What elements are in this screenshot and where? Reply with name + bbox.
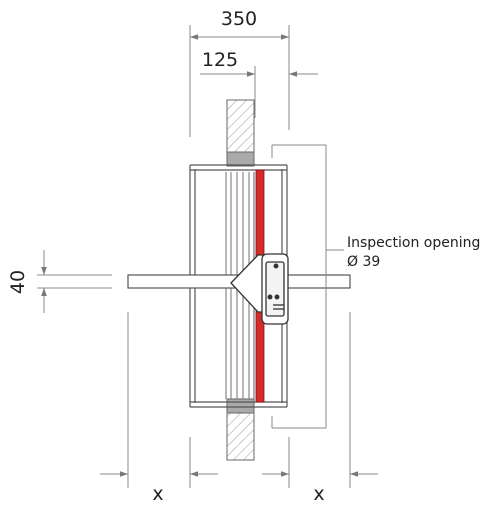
inspection-opening-label: Inspection opening bbox=[347, 235, 480, 251]
dimension-x-left-label: x bbox=[152, 483, 163, 505]
dimension-x-right-label: x bbox=[313, 483, 324, 505]
wall bbox=[226, 99, 255, 461]
dimension-40 bbox=[37, 250, 112, 313]
dimension-125 bbox=[200, 66, 318, 118]
dimension-125-label: 125 bbox=[202, 49, 238, 71]
inspection-opening-diameter: Ø 39 bbox=[347, 254, 380, 270]
wall-upper bbox=[226, 99, 255, 159]
dimension-350-label: 350 bbox=[221, 8, 257, 30]
dimension-40-label: 40 bbox=[7, 270, 29, 294]
dimension-350 bbox=[189, 25, 290, 137]
inspection-opening-callout bbox=[271, 144, 344, 429]
wall-lower-mortar bbox=[226, 398, 255, 414]
wall-lower bbox=[226, 412, 255, 461]
dimension-x-right bbox=[262, 312, 378, 488]
release-mechanism bbox=[230, 253, 289, 325]
dimension-x-left bbox=[100, 312, 218, 488]
wall-upper-mortar bbox=[226, 151, 255, 167]
